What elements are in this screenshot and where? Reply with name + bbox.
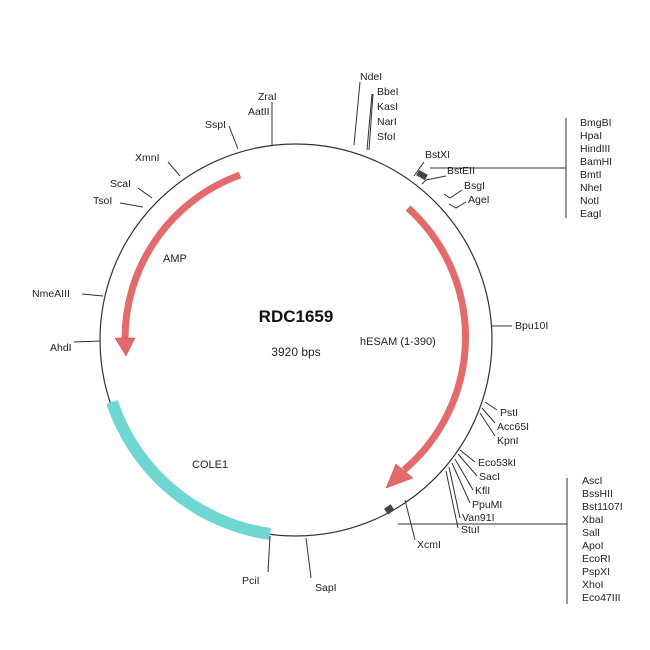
site-label: HpaI — [580, 130, 602, 142]
site-kpni: KpnI — [497, 435, 519, 447]
site-bpu10i: Bpu10I — [515, 320, 548, 332]
site-sapi: SapI — [315, 582, 337, 594]
site-ahdi: AhdI — [50, 342, 72, 354]
site-sspi: SspI — [205, 119, 226, 131]
plasmid-size: 3920 bps — [271, 345, 320, 359]
plasmid-backbone — [99, 143, 493, 537]
site-stui: StuI — [461, 524, 480, 536]
site-tsoi: TsoI — [93, 195, 112, 207]
arrowhead-icon — [114, 337, 136, 357]
site-sfoi: SfoI — [377, 131, 396, 143]
site-xcmi: XcmI — [417, 539, 441, 551]
site-label: Bst1107I — [582, 501, 623, 513]
site-kasi: KasI — [377, 101, 398, 113]
site-label: BssHII — [582, 488, 613, 500]
site-kfli: KflI — [475, 485, 490, 497]
site-label: ApoI — [582, 540, 604, 552]
site-label: EcoRI — [582, 553, 611, 565]
site-psti: PstI — [500, 407, 518, 419]
site-nari: NarI — [377, 116, 397, 128]
site-xmni: XmnI — [135, 152, 160, 164]
site-label: BmgBI — [580, 117, 612, 129]
site-saci: SacI — [479, 471, 500, 483]
site-zrai: ZraI — [258, 91, 277, 103]
site-label: XbaI — [582, 514, 604, 526]
site-lines — [73, 81, 568, 604]
site-nmeaiii: NmeAIII — [32, 288, 70, 300]
feature-label-cole1: COLE1 — [192, 459, 228, 471]
feature-amp: AMP — [114, 171, 242, 357]
site-van91i: Van91I — [462, 512, 495, 524]
site-label: EagI — [580, 208, 602, 220]
site-agei: AgeI — [468, 194, 490, 206]
site-label: SalI — [582, 527, 600, 539]
feature-label-amp: AMP — [163, 253, 187, 265]
site-label: BamHI — [580, 156, 612, 168]
site-label: AscI — [582, 475, 602, 487]
mcs-top-list: BmgBI HpaI HindIII BamHI BmtI NheI NotI … — [580, 117, 612, 220]
site-pcii: PciI — [242, 575, 260, 587]
site-label: NheI — [580, 182, 602, 194]
site-bsteii: BstEII — [447, 165, 475, 177]
mcs-bottom-list: AscI BssHII Bst1107I XbaI SalI ApoI EcoR… — [582, 475, 623, 604]
feature-cole1: COLE1 — [106, 400, 271, 540]
site-bsgi: BsgI — [464, 180, 485, 192]
arrowhead-icon — [385, 463, 414, 489]
site-label: PspXI — [582, 566, 610, 578]
site-eco53ki: Eco53kI — [478, 457, 516, 469]
site-label: XhoI — [582, 579, 604, 591]
feature-label-hesam: hESAM (1-390) — [360, 336, 436, 348]
site-aatii: AatII — [248, 106, 270, 118]
site-acc65i: Acc65I — [497, 421, 529, 433]
site-labels: ZraI AatII SspI XmnI ScaI TsoI NmeAIII A… — [32, 71, 548, 594]
site-ndei: NdeI — [360, 71, 382, 83]
site-label: NotI — [580, 195, 599, 207]
site-bbei: BbeI — [377, 86, 399, 98]
plasmid-name: RDC1659 — [259, 307, 334, 326]
site-label: Eco47III — [582, 592, 621, 604]
site-ppumi: PpuMI — [472, 499, 502, 511]
site-label: BmtI — [580, 169, 602, 181]
site-label: HindIII — [580, 143, 610, 155]
feature-hesam: hESAM (1-390) — [360, 205, 469, 489]
site-bstxi: BstXI — [425, 149, 450, 161]
site-scai: ScaI — [110, 178, 131, 190]
